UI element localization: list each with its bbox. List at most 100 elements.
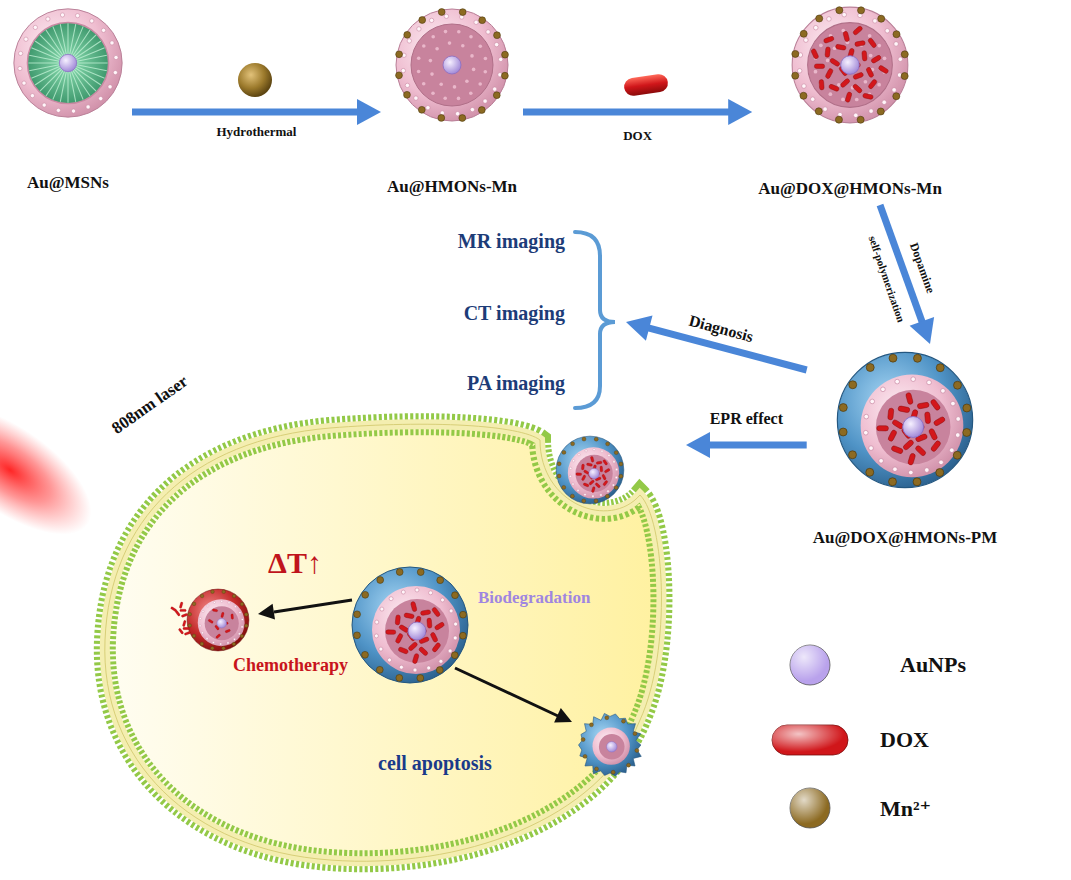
svg-circle [614, 451, 618, 455]
svg-circle [417, 27, 421, 31]
svg-circle [557, 474, 561, 478]
svg-circle [823, 107, 828, 112]
svg-circle [613, 461, 615, 463]
svg-circle [14, 9, 122, 117]
svg-rect [600, 466, 603, 472]
svg-circle [417, 70, 421, 74]
svg-circle [854, 113, 859, 118]
svg-circle [607, 742, 618, 753]
svg-path [575, 232, 615, 408]
svg-rect [410, 601, 417, 612]
svg-rect [887, 429, 897, 442]
svg-circle [562, 485, 566, 489]
svg-path [105, 424, 662, 861]
svg-rect [208, 619, 214, 624]
svg-circle [465, 79, 469, 83]
svg-circle [396, 72, 403, 79]
svg-circle [633, 732, 637, 736]
svg-circle [816, 15, 823, 22]
svg-circle [595, 767, 599, 771]
svg-rect [182, 620, 186, 627]
svg-circle [570, 494, 574, 498]
svg-circle [405, 83, 409, 87]
svg-rect [221, 612, 225, 618]
svg-circle [569, 467, 571, 469]
svg-rect [603, 480, 609, 486]
svg-circle [457, 97, 461, 101]
svg-circle [814, 70, 818, 74]
svg-circle [401, 590, 405, 594]
svg-circle [33, 25, 37, 29]
svg-rect [845, 92, 852, 103]
svg-rect [581, 464, 584, 470]
svg-rect [179, 602, 183, 609]
heated-particle: Chemotherapy [186, 588, 250, 652]
node-label: Au@MSNs [27, 173, 109, 193]
svg-rect [867, 37, 877, 48]
svg-circle [858, 7, 865, 14]
laser-label: 808nm laser [108, 371, 192, 438]
svg-rect [829, 58, 840, 67]
svg-circle [396, 675, 403, 682]
svg-circle [418, 106, 425, 113]
svg-rect [215, 634, 221, 639]
svg-circle [99, 96, 103, 100]
svg-circle [438, 115, 445, 122]
svg-circle [244, 613, 248, 617]
svg-rect [835, 44, 846, 50]
svg-circle [461, 44, 465, 48]
svg-circle [439, 82, 443, 86]
svg-circle [839, 428, 847, 436]
svg-circle [478, 82, 482, 86]
svg-circle [901, 73, 908, 80]
svg-rect [871, 55, 882, 64]
svg-circle [864, 414, 869, 419]
svg-rect [814, 64, 824, 69]
svg-circle [790, 645, 830, 685]
svg-circle [557, 462, 561, 466]
particle-node: Au@MSNs [10, 5, 126, 193]
svg-circle [614, 486, 618, 490]
svg-circle [60, 13, 64, 17]
svg-circle [75, 14, 79, 18]
svg-circle [494, 42, 498, 46]
edge-label: EPR effect [710, 410, 783, 428]
svg-circle [86, 105, 90, 109]
svg-rect [183, 627, 189, 629]
svg-circle [615, 476, 617, 478]
svg-rect [431, 607, 440, 618]
svg-rect [604, 468, 610, 473]
svg-circle [849, 451, 857, 459]
svg-circle [877, 44, 881, 48]
svg-rect [825, 47, 831, 58]
svg-line [274, 600, 352, 612]
svg-circle [829, 92, 833, 96]
svg-circle [232, 594, 236, 598]
particle-node: Au@DOX@HMONs-Mn [758, 3, 942, 199]
svg-circle [455, 112, 459, 116]
svg-circle [427, 666, 431, 670]
svg-circle [426, 106, 430, 110]
svg-circle [949, 448, 954, 453]
svg-circle [59, 54, 76, 71]
svg-rect [427, 618, 432, 628]
svg-circle [936, 469, 944, 477]
svg-circle [792, 72, 799, 79]
svg-rect [772, 725, 848, 755]
svg-circle [484, 57, 488, 61]
particle-node: Au@HMONs-Mn [387, 5, 517, 197]
svg-circle [571, 442, 575, 446]
svg-circle [589, 468, 600, 479]
svg-circle [207, 605, 209, 607]
svg-circle [202, 610, 204, 612]
svg-circle [452, 592, 459, 599]
svg-circle [417, 675, 424, 682]
svg-rect [602, 459, 608, 465]
svg-circle [893, 467, 898, 472]
nanoparticle [575, 710, 645, 780]
svg-rect [408, 641, 418, 651]
svg-circle [414, 96, 418, 100]
svg-circle [863, 430, 868, 435]
legend-swatch [788, 643, 832, 687]
svg-circle [200, 642, 204, 646]
